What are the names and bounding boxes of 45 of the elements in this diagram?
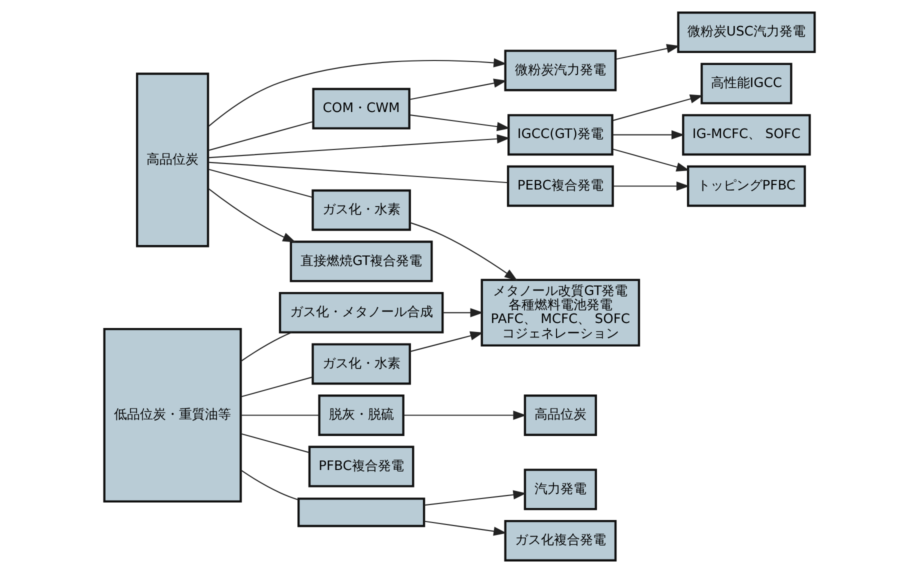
connector xyxy=(240,414,319,416)
arrow xyxy=(403,410,526,420)
arrow xyxy=(208,188,296,242)
node-box: PEBC複合発電 xyxy=(506,165,614,207)
node-box: 高品位炭 xyxy=(136,72,209,248)
arrow xyxy=(612,182,690,191)
arrow xyxy=(208,58,506,127)
node-box: ガス化・メタノール合成 xyxy=(278,292,444,334)
node-box: IG-MCFC、 SOFC xyxy=(682,114,810,156)
node-box: ガス化複合発電 xyxy=(504,520,616,562)
node-box: 微粉炭汽力発電 xyxy=(504,50,616,92)
connector xyxy=(240,433,309,454)
connector xyxy=(208,121,313,151)
node-box: 汽力発電 xyxy=(523,468,596,510)
node-box: ガス化・水素 xyxy=(311,343,410,385)
arrow xyxy=(424,490,526,506)
arrow xyxy=(409,114,510,132)
node-box: 直接燃焼GT複合発電 xyxy=(289,240,432,282)
node-box: 微粉炭USC汽力発電 xyxy=(676,12,816,54)
arrow xyxy=(612,130,684,140)
connector xyxy=(208,168,312,198)
arrow xyxy=(612,94,703,122)
node-box: ガス化・水素 xyxy=(311,189,410,231)
node-box: IGCC(GT)発電 xyxy=(507,114,613,156)
connector xyxy=(208,162,508,184)
node-box: 高品位炭 xyxy=(523,394,596,436)
node-box: メタノール改質GT発電 各種燃料電池発電 PAFC、 MCFC、 SOFC コジェネレーション xyxy=(480,278,640,346)
arrow xyxy=(442,308,483,318)
node-box: トッピングPFBC xyxy=(686,165,806,207)
arrow xyxy=(615,44,680,60)
node-box xyxy=(296,498,425,528)
arrow xyxy=(208,134,510,158)
node-box: 高性能IGCC xyxy=(700,62,792,104)
connector xyxy=(240,470,298,500)
arrow xyxy=(424,520,506,536)
connector xyxy=(240,332,292,362)
node-box: COM・CWM xyxy=(312,88,410,130)
connector xyxy=(240,376,312,398)
arrow xyxy=(409,222,518,281)
arrow xyxy=(409,331,483,352)
node-box: PFBC複合発電 xyxy=(308,446,414,488)
arrow xyxy=(408,78,506,100)
arrow xyxy=(612,148,690,172)
node-box: 脱灰・脱硫 xyxy=(318,394,404,436)
node-box: 低品位炭・重質油等 xyxy=(102,328,242,503)
